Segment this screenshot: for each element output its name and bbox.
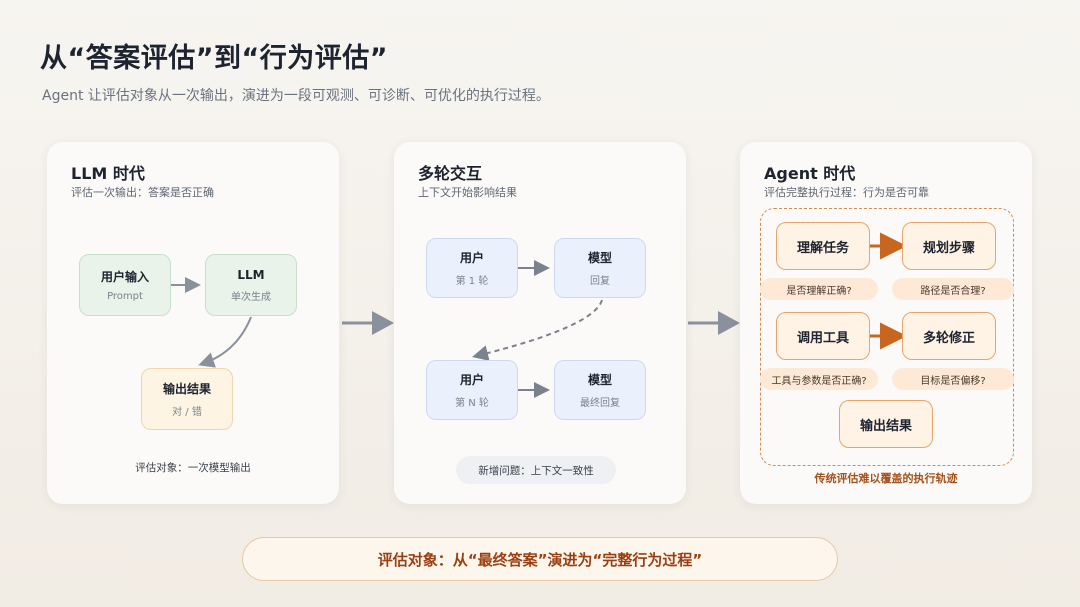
card-subtitle: 评估完整执行过程：行为是否可靠 xyxy=(764,186,929,199)
summary-banner: 评估对象：从“最终答案”演进为“完整行为过程” xyxy=(242,537,838,581)
agent-output-node: 输出结果 xyxy=(839,400,933,448)
llm-node: LLM 单次生成 xyxy=(205,254,297,316)
card-title: Agent 时代 xyxy=(764,164,856,183)
understand-task-node: 理解任务 xyxy=(776,222,870,270)
card-subtitle: 上下文开始影响结果 xyxy=(418,186,517,199)
arrow-curve-icon xyxy=(198,316,252,368)
user-round-1-node: 用户 第 1 轮 xyxy=(426,238,518,298)
card-note: 评估对象：一次模型输出 xyxy=(135,462,251,474)
card-llm-era: LLM 时代 评估一次输出：答案是否正确 用户输入 Prompt LLM 单次生… xyxy=(47,142,339,504)
card-title: LLM 时代 xyxy=(71,164,145,183)
trace-dashed-frame xyxy=(760,208,1014,466)
user-input-node: 用户输入 Prompt xyxy=(79,254,171,316)
new-issue-pill: 新增问题：上下文一致性 xyxy=(456,456,616,484)
question-pill: 是否理解正确? xyxy=(760,278,878,300)
card-title: 多轮交互 xyxy=(418,164,483,183)
card-agent-era: Agent 时代 评估完整执行过程：行为是否可靠 是否理解正确? 路径是否合理?… xyxy=(740,142,1032,504)
question-pill: 工具与参数是否正确? xyxy=(760,368,878,390)
question-pill: 目标是否偏移? xyxy=(892,368,1014,390)
trace-caption: 传统评估难以覆盖的执行轨迹 xyxy=(814,472,958,485)
multi-round-revise-node: 多轮修正 xyxy=(902,312,996,360)
user-round-n-node: 用户 第 N 轮 xyxy=(426,360,518,420)
arrow-dashed-icon xyxy=(472,299,603,361)
arrow-right-icon xyxy=(342,311,394,335)
plan-steps-node: 规划步骤 xyxy=(902,222,996,270)
arrow-right-icon xyxy=(688,311,740,335)
model-reply-node: 模型 回复 xyxy=(554,238,646,298)
model-final-node: 模型 最终回复 xyxy=(554,360,646,420)
card-multi-turn: 多轮交互 上下文开始影响结果 用户 第 1 轮 模型 回复 用户 第 N 轮 模… xyxy=(394,142,686,504)
card-subtitle: 评估一次输出：答案是否正确 xyxy=(71,186,214,199)
call-tool-node: 调用工具 xyxy=(776,312,870,360)
question-pill: 路径是否合理? xyxy=(892,278,1014,300)
page-title: 从“答案评估”到“行为评估” xyxy=(40,43,388,74)
output-node: 输出结果 对 / 错 xyxy=(141,368,233,430)
page-subtitle: Agent 让评估对象从一次输出，演进为一段可观测、可诊断、可优化的执行过程。 xyxy=(42,88,550,104)
